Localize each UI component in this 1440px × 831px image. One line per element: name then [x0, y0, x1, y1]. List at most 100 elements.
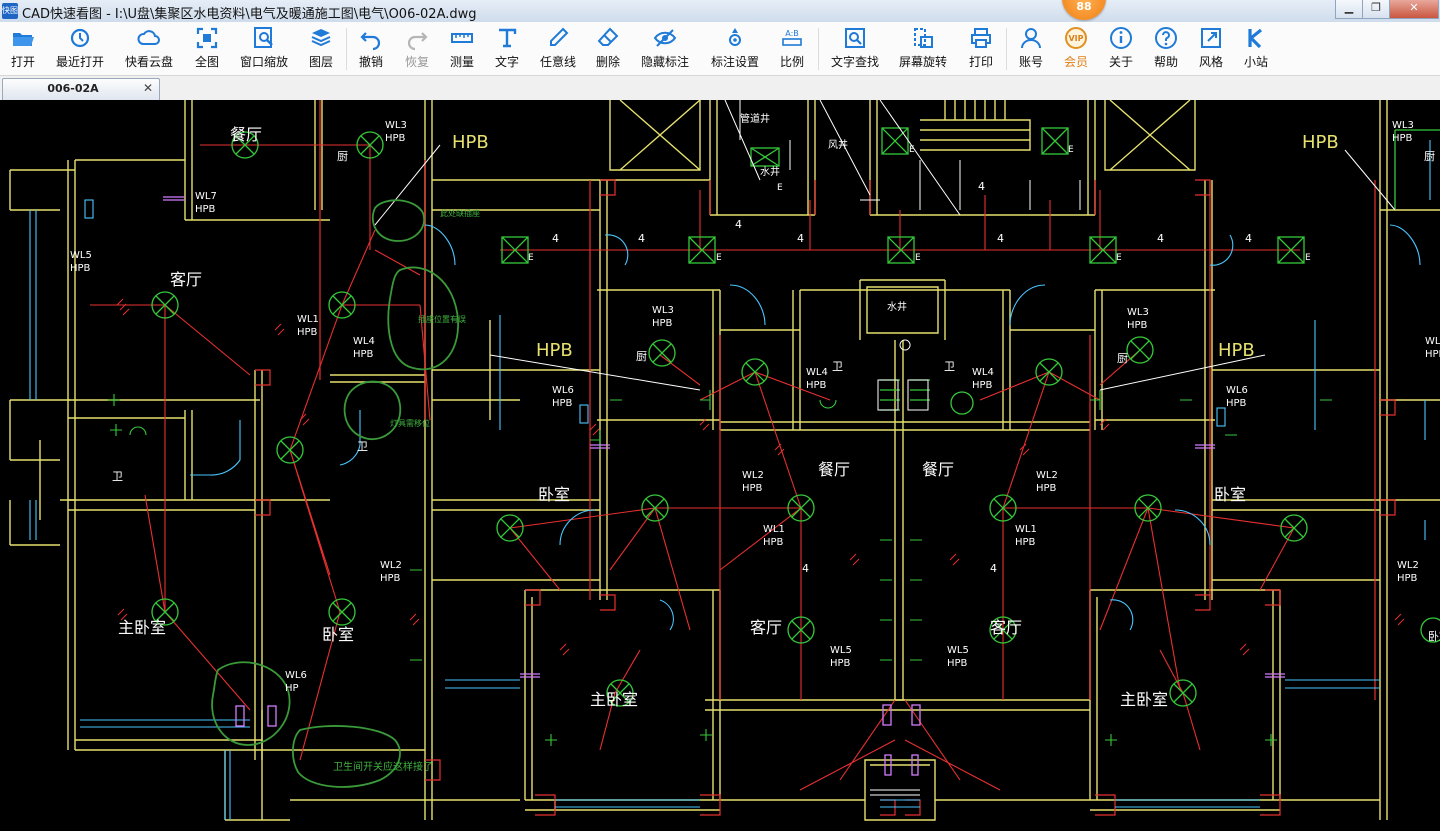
text-label: 文字 — [494, 55, 519, 69]
recent-button[interactable]: 最近打开 — [52, 25, 108, 73]
cable-tag: WL4 — [1425, 336, 1440, 347]
annotation-text: 此处缺插座 — [440, 208, 480, 218]
cloud-icon — [137, 30, 160, 45]
hide-marks-button[interactable]: 隐藏标注 — [638, 25, 692, 73]
open-button[interactable]: 打开 — [4, 25, 42, 73]
walls — [9, 100, 1440, 821]
annotation-texts: 此处缺插座 插座位置有误 灯具需移位 卫生间开关应这样接了 — [333, 208, 480, 773]
cable-tag: HPB — [70, 263, 91, 274]
cable-tag: WL1 — [763, 524, 785, 535]
rotate-button[interactable]: 屏幕旋转 — [894, 25, 952, 73]
wiring — [90, 144, 1300, 791]
redo-button[interactable]: 恢复 — [398, 25, 436, 73]
tab-close-button[interactable]: ✕ — [142, 81, 153, 95]
about-button[interactable]: 关于 — [1102, 25, 1140, 73]
measure-button[interactable]: 测量 — [443, 25, 481, 73]
cable-tag: WL2 — [1397, 560, 1419, 571]
about-label: 关于 — [1108, 55, 1133, 69]
cable-tag: WL4 — [972, 367, 994, 378]
room-label: 主卧室 — [1120, 690, 1168, 709]
room-label: 客厅 — [990, 618, 1022, 637]
cable-tag: HPB — [380, 573, 401, 584]
room-label: 卧室 — [538, 485, 570, 504]
room-label: 风井 — [828, 138, 848, 151]
account-label: 账号 — [1018, 55, 1043, 69]
room-label: 厨 — [636, 350, 647, 363]
maximize-button[interactable]: ❐ — [1362, 0, 1390, 19]
scale-button[interactable]: A:B 比例 — [773, 25, 811, 73]
vip-icon: VIP — [1065, 27, 1087, 49]
cloud-label: 快看云盘 — [124, 55, 173, 69]
print-button[interactable]: 打印 — [962, 25, 1000, 73]
text-search-button[interactable]: 文字查找 — [826, 25, 884, 73]
vip-button[interactable]: VIP 会员 — [1057, 25, 1095, 73]
panel-tag: HPB — [1218, 340, 1255, 361]
room-label: 餐厅 — [818, 460, 850, 479]
help-button[interactable]: 帮助 — [1147, 25, 1185, 73]
cable-tag: WL2 — [380, 560, 402, 571]
notification-badge[interactable]: 88 — [1062, 0, 1106, 20]
room-label: 主卧室 — [118, 618, 166, 637]
mark: 4 — [997, 232, 1004, 245]
mark: 4 — [638, 232, 645, 245]
printer-icon — [971, 28, 991, 48]
tab-006-02a[interactable]: 006-02A ✕ — [2, 78, 160, 100]
marks: 4 4 4 4 4 4 4 4 4 4 E E E E E E E E — [528, 145, 1311, 575]
toolbar-separator — [818, 28, 819, 70]
close-window-button[interactable]: ✕ — [1389, 0, 1439, 19]
layers-button[interactable]: 图层 — [302, 25, 340, 73]
tab-label: 006-02A — [47, 82, 99, 95]
fit-view-button[interactable]: 全图 — [188, 25, 226, 73]
room-label: 管道井 — [740, 112, 770, 125]
cable-tag: HPB — [763, 537, 784, 548]
svg-text:VIP: VIP — [1068, 34, 1083, 43]
pen-icon — [550, 27, 569, 46]
cable-tag: WL3 — [652, 305, 674, 316]
cable-tag: HPB — [297, 327, 318, 338]
toolbar-separator — [346, 28, 347, 70]
info-icon — [1110, 27, 1132, 49]
mark: E — [1305, 253, 1311, 263]
text-tool-button[interactable]: 文字 — [488, 25, 526, 73]
mark-settings-label: 标注设置 — [710, 55, 759, 69]
measure-label: 测量 — [449, 55, 474, 69]
folder-icon — [13, 33, 34, 46]
cable-tag: HPB — [1226, 398, 1247, 409]
cable-tag: WL3 — [1127, 307, 1149, 318]
freeline-button[interactable]: 任意线 — [535, 25, 581, 73]
history-icon — [70, 28, 90, 48]
room-label: 客厅 — [170, 270, 202, 289]
mark: 4 — [552, 232, 559, 245]
window-zoom-button[interactable]: 窗口缩放 — [236, 25, 292, 73]
annotation-text: 插座位置有误 — [418, 314, 466, 324]
mark-settings-button[interactable]: 标注设置 — [706, 25, 764, 73]
account-button[interactable]: 账号 — [1012, 25, 1050, 73]
cable-tag: HPB — [552, 398, 573, 409]
cable-tag: HPB — [972, 380, 993, 391]
search-text-icon — [845, 28, 865, 48]
mark: 4 — [1245, 232, 1252, 245]
mark: 4 — [735, 218, 742, 231]
cable-tag: WL3 — [385, 120, 407, 131]
drawing-canvas[interactable]: 餐厅 客厅 主卧室 卧室 卧室 餐厅 餐厅 客厅 客厅 主卧室 主卧室 卧室 厨… — [0, 100, 1440, 831]
mark: E — [1068, 145, 1074, 155]
undo-icon — [360, 32, 381, 51]
delete-button[interactable]: 删除 — [589, 25, 627, 73]
mark: 4 — [990, 562, 997, 575]
fit-screen-icon — [196, 27, 218, 49]
style-button[interactable]: 风格 — [1192, 25, 1230, 73]
cable-tag: WL1 — [1015, 524, 1037, 535]
cable-tag: WL7 — [195, 191, 217, 202]
skin-icon — [1201, 28, 1221, 48]
cable-tag: WL4 — [806, 367, 828, 378]
minimize-button[interactable]: ▁ — [1335, 0, 1363, 19]
text-icon — [499, 28, 517, 48]
magenta-elements — [163, 196, 1285, 776]
undo-button[interactable]: 撤销 — [352, 25, 390, 73]
cloud-button[interactable]: 快看云盘 — [120, 25, 178, 73]
mark: 4 — [802, 562, 809, 575]
station-k-icon — [1248, 28, 1262, 49]
station-button[interactable]: 小站 — [1237, 25, 1275, 73]
lamps — [151, 127, 1440, 707]
style-label: 风格 — [1198, 55, 1223, 69]
